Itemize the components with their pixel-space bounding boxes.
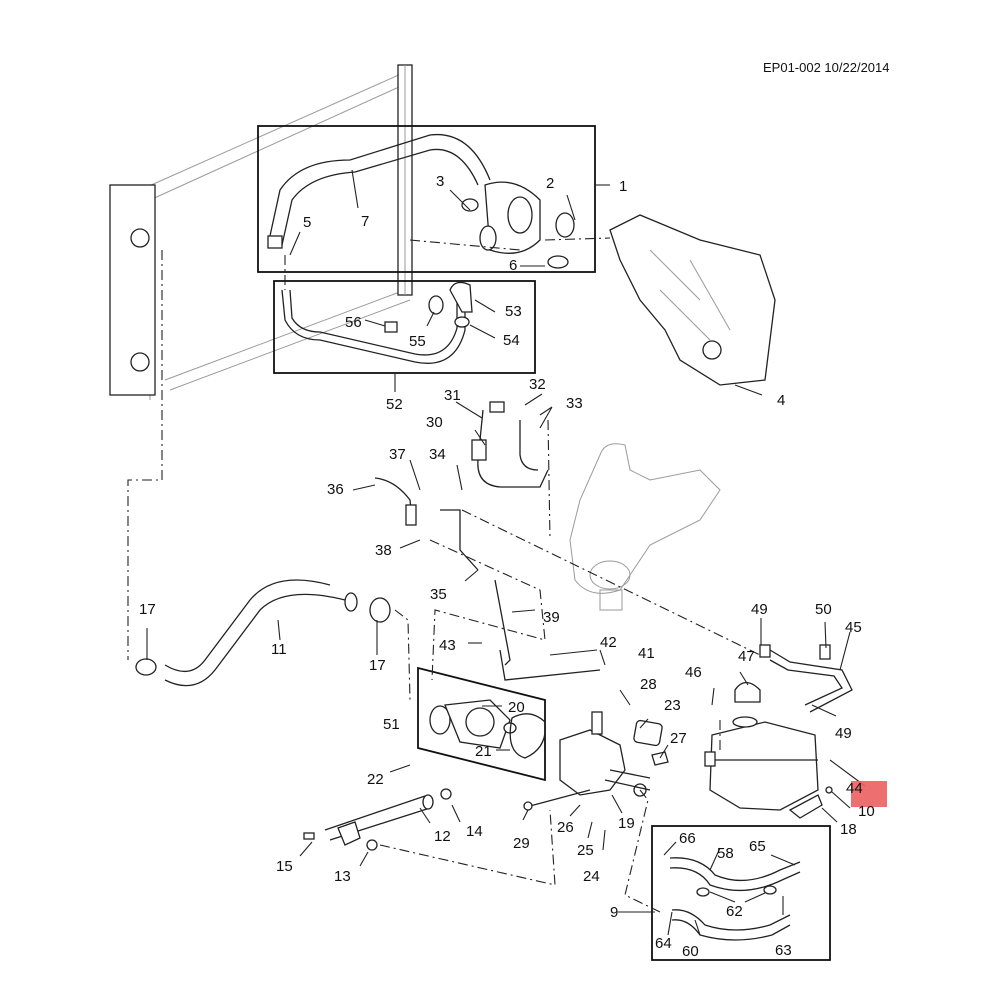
callout-64[interactable]: 64: [655, 935, 672, 952]
callout-58[interactable]: 58: [717, 845, 734, 862]
callout-37[interactable]: 37: [389, 446, 406, 463]
turbocharger: [569, 443, 721, 611]
callout-25[interactable]: 25: [577, 842, 594, 859]
callout-47[interactable]: 47: [738, 648, 755, 665]
callout-1[interactable]: 1: [619, 178, 627, 195]
callout-6[interactable]: 6: [509, 257, 517, 274]
coolant-pipes-35-39: [374, 477, 601, 681]
callout-36[interactable]: 36: [327, 481, 344, 498]
radiator-hose-11: [135, 579, 391, 687]
heater-hose-60: [671, 909, 791, 941]
callout-15[interactable]: 15: [276, 858, 293, 875]
coolant-surge-tank: [704, 681, 819, 811]
callout-9[interactable]: 9: [610, 904, 618, 921]
callouts: 1 2 3 4 5 6 7 9 10 11 12 13 14 15 17 17 …: [139, 173, 875, 960]
callout-52[interactable]: 52: [386, 396, 403, 413]
callout-54[interactable]: 54: [503, 332, 520, 349]
callout-56[interactable]: 56: [345, 314, 362, 331]
clamps-62: [696, 885, 777, 897]
thermostat-housing-20: [429, 699, 517, 749]
radiator: [109, 64, 413, 400]
callout-65[interactable]: 65: [749, 838, 766, 855]
callout-3[interactable]: 3: [436, 173, 444, 190]
callout-20[interactable]: 20: [508, 699, 525, 716]
group-box-52: [273, 280, 536, 374]
group-box-9: [651, 825, 831, 961]
callout-18[interactable]: 18: [840, 821, 857, 838]
callout-45[interactable]: 45: [845, 619, 862, 636]
callout-33[interactable]: 33: [566, 395, 583, 412]
callout-51[interactable]: 51: [383, 716, 400, 733]
callout-30[interactable]: 30: [426, 414, 443, 431]
gasket-21: [509, 713, 546, 759]
callout-39[interactable]: 39: [543, 609, 560, 626]
callout-2[interactable]: 2: [546, 175, 554, 192]
callout-26[interactable]: 26: [557, 819, 574, 836]
bypass-hose: [281, 281, 473, 364]
callout-14[interactable]: 14: [466, 823, 483, 840]
group-box-1: [257, 125, 596, 273]
turbo-coolant-pipes: [471, 401, 549, 488]
callout-24[interactable]: 24: [583, 868, 600, 885]
callout-29[interactable]: 29: [513, 835, 530, 852]
callout-34[interactable]: 34: [429, 446, 446, 463]
callout-43[interactable]: 43: [439, 637, 456, 654]
callout-50[interactable]: 50: [815, 601, 832, 618]
heater-hose-58: [669, 857, 801, 892]
callout-23[interactable]: 23: [664, 697, 681, 714]
callout-42[interactable]: 42: [600, 634, 617, 651]
water-outlet-housing: [559, 711, 651, 797]
callout-11[interactable]: 11: [271, 641, 287, 658]
callout-49-bottom[interactable]: 49: [835, 725, 852, 742]
leader-lines: [146, 169, 866, 936]
bolt-29: [523, 789, 591, 811]
callout-35[interactable]: 35: [430, 586, 447, 603]
group-box-51: [417, 666, 546, 782]
callout-13[interactable]: 13: [334, 868, 351, 885]
callout-4[interactable]: 4: [777, 392, 785, 409]
callout-31[interactable]: 31: [444, 387, 461, 404]
coolant-pipe-12: [303, 788, 452, 851]
callout-12[interactable]: 12: [434, 828, 451, 845]
callout-41[interactable]: 41: [638, 645, 655, 662]
callout-46[interactable]: 46: [685, 664, 702, 681]
callout-32[interactable]: 32: [529, 376, 546, 393]
sensor-27: [651, 751, 669, 766]
document-id-date: EP01-002 10/22/2014: [763, 60, 890, 75]
callout-5[interactable]: 5: [303, 214, 311, 231]
callout-21[interactable]: 21: [475, 743, 492, 760]
callout-49-top[interactable]: 49: [751, 601, 768, 618]
callout-19[interactable]: 19: [618, 815, 635, 832]
callout-10[interactable]: 10: [858, 803, 875, 820]
callout-28[interactable]: 28: [640, 676, 657, 693]
callout-17-right[interactable]: 17: [369, 657, 386, 674]
callout-38[interactable]: 38: [375, 542, 392, 559]
callout-60[interactable]: 60: [682, 943, 699, 960]
callout-66[interactable]: 66: [679, 830, 696, 847]
upper-hose-7: [267, 133, 491, 249]
callout-22[interactable]: 22: [367, 771, 384, 788]
callout-7[interactable]: 7: [361, 213, 369, 230]
callout-17-left[interactable]: 17: [139, 601, 156, 618]
highlight-marker: [851, 781, 887, 807]
callout-44[interactable]: 44: [846, 780, 863, 797]
alignment-lines: [127, 237, 761, 913]
callout-55[interactable]: 55: [409, 333, 426, 350]
engine-front-cover: [609, 214, 776, 386]
callout-63[interactable]: 63: [775, 942, 792, 959]
gasket-23: [633, 719, 663, 747]
callout-27[interactable]: 27: [670, 730, 687, 747]
callout-62[interactable]: 62: [726, 903, 743, 920]
outlet-pipe: [461, 181, 575, 269]
hose-45: [759, 644, 853, 713]
bracket-18: [788, 786, 833, 819]
callout-53[interactable]: 53: [505, 303, 522, 320]
